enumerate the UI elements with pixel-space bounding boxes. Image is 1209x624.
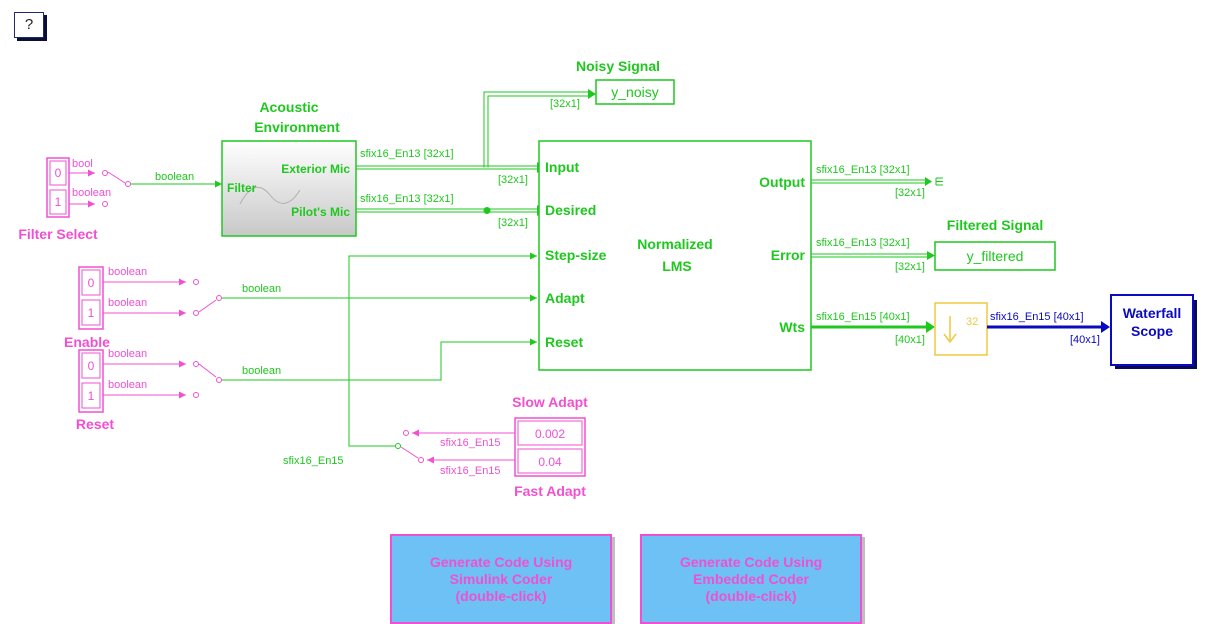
lms-port-wts: Wts bbox=[779, 319, 805, 335]
filter-select-out-type: boolean bbox=[155, 171, 194, 183]
filtered-signal-label: y_filtered bbox=[967, 248, 1024, 264]
acoustic-out-port-exterior: Exterior Mic bbox=[281, 162, 350, 176]
reset-title: Reset bbox=[76, 416, 114, 432]
lms-port-output: Output bbox=[759, 174, 805, 190]
pilot-mic-type: sfix16_En13 [32x1] bbox=[360, 193, 454, 205]
filter-select-value-0: 0 bbox=[55, 166, 62, 180]
enable-out-type: boolean bbox=[242, 283, 281, 295]
normalized-lms-block[interactable]: Input Desired Step-size Adapt Reset Norm… bbox=[538, 140, 812, 371]
waterfall-label-line1: Waterfall bbox=[1123, 305, 1182, 321]
noisy-signal-label: y_noisy bbox=[611, 84, 658, 100]
error-dim: [32x1] bbox=[895, 261, 925, 273]
error-type: sfix16_En13 [32x1] bbox=[816, 237, 910, 249]
lms-name-line2: LMS bbox=[662, 258, 692, 274]
lms-port-error: Error bbox=[771, 247, 806, 263]
filter-select-switch[interactable] bbox=[102, 170, 131, 207]
enable-signal-1: boolean bbox=[108, 297, 147, 309]
exterior-mic-type: sfix16_En13 [32x1] bbox=[360, 148, 454, 160]
simulink-button-line1: Generate Code Using bbox=[429, 553, 573, 570]
acoustic-title-line1: Acoustic bbox=[259, 99, 318, 115]
fast-adapt-value: 0.04 bbox=[538, 455, 562, 469]
noisy-signal-dim: [32x1] bbox=[550, 98, 580, 110]
filter-select-title: Filter Select bbox=[18, 226, 98, 242]
simulink-button-line3: (double-click) bbox=[455, 587, 547, 604]
adapt-switch[interactable] bbox=[395, 430, 424, 463]
desired-dim: [32x1] bbox=[498, 217, 528, 229]
output-terminator[interactable] bbox=[935, 177, 943, 186]
reset-switch[interactable] bbox=[193, 361, 222, 398]
lms-port-reset: Reset bbox=[545, 334, 583, 350]
reset-signal-0: boolean bbox=[108, 348, 147, 360]
reset-signal-1: boolean bbox=[108, 379, 147, 391]
filter-select-value-1: 1 bbox=[55, 195, 62, 209]
lms-port-adapt: Adapt bbox=[545, 290, 585, 306]
filtered-signal-title: Filtered Signal bbox=[947, 217, 1043, 233]
simulink-button-line2: Simulink Coder bbox=[449, 570, 553, 587]
reset-out-type: boolean bbox=[242, 365, 281, 377]
acoustic-out-port-pilot: Pilot's Mic bbox=[291, 205, 350, 219]
slow-adapt-type: sfix16_En15 bbox=[440, 437, 501, 449]
waterfall-in-dim: [40x1] bbox=[1070, 334, 1100, 346]
waterfall-scope-block[interactable]: Waterfall Scope bbox=[1110, 294, 1197, 369]
waterfall-in-type: sfix16_En15 [40x1] bbox=[990, 311, 1084, 323]
enable-title: Enable bbox=[64, 334, 110, 350]
downsample-factor: 32 bbox=[966, 316, 978, 328]
acoustic-in-port: Filter bbox=[227, 181, 257, 195]
generate-simulink-coder-button[interactable]: Generate Code Using Simulink Coder (doub… bbox=[390, 534, 612, 624]
acoustic-environment-block[interactable]: Filter Exterior Mic Pilot's Mic bbox=[221, 140, 357, 237]
slow-adapt-value: 0.002 bbox=[535, 427, 565, 441]
filter-select-signal-1: boolean bbox=[72, 187, 111, 199]
embedded-button-line3: (double-click) bbox=[705, 587, 797, 604]
enable-value-1: 1 bbox=[88, 306, 95, 320]
filtered-signal-block[interactable]: y_filtered bbox=[934, 241, 1056, 271]
enable-signal-0: boolean bbox=[108, 266, 147, 278]
enable-block[interactable]: 0 1 bbox=[78, 266, 104, 330]
adapt-constants-block[interactable]: 0.002 0.04 bbox=[514, 417, 586, 477]
fast-adapt-title: Fast Adapt bbox=[514, 483, 586, 499]
waterfall-label-line2: Scope bbox=[1131, 323, 1173, 339]
output-type: sfix16_En13 [32x1] bbox=[816, 164, 910, 176]
wts-dim: [40x1] bbox=[895, 334, 925, 346]
noisy-signal-title: Noisy Signal bbox=[576, 58, 660, 74]
filter-select-block[interactable]: 0 1 bbox=[46, 157, 70, 218]
wts-type: sfix16_En15 [40x1] bbox=[816, 311, 910, 323]
lms-port-desired: Desired bbox=[545, 202, 596, 218]
enable-switch[interactable] bbox=[193, 279, 222, 316]
fast-adapt-type: sfix16_En15 bbox=[440, 465, 501, 477]
reset-value-0: 0 bbox=[88, 359, 95, 373]
help-button[interactable]: ? bbox=[14, 12, 44, 38]
lms-port-step-size: Step-size bbox=[545, 247, 607, 263]
noisy-signal-block[interactable]: y_noisy bbox=[595, 79, 675, 105]
downsample-block[interactable]: 32 bbox=[934, 302, 988, 356]
input-dim: [32x1] bbox=[498, 174, 528, 186]
step-size-type: sfix16_En15 bbox=[283, 455, 344, 467]
reset-block[interactable]: 0 1 bbox=[78, 349, 104, 413]
acoustic-title-line2: Environment bbox=[254, 119, 340, 135]
embedded-button-line2: Embedded Coder bbox=[693, 570, 809, 587]
enable-value-0: 0 bbox=[88, 276, 95, 290]
slow-adapt-title: Slow Adapt bbox=[512, 394, 588, 410]
output-dim: [32x1] bbox=[895, 187, 925, 199]
reset-value-1: 1 bbox=[88, 389, 95, 403]
lms-name-line1: Normalized bbox=[637, 236, 712, 252]
filter-select-signal-0: bool bbox=[72, 158, 93, 170]
embedded-button-line1: Generate Code Using bbox=[679, 553, 823, 570]
generate-embedded-coder-button[interactable]: Generate Code Using Embedded Coder (doub… bbox=[640, 534, 862, 624]
lms-port-input: Input bbox=[545, 159, 580, 175]
